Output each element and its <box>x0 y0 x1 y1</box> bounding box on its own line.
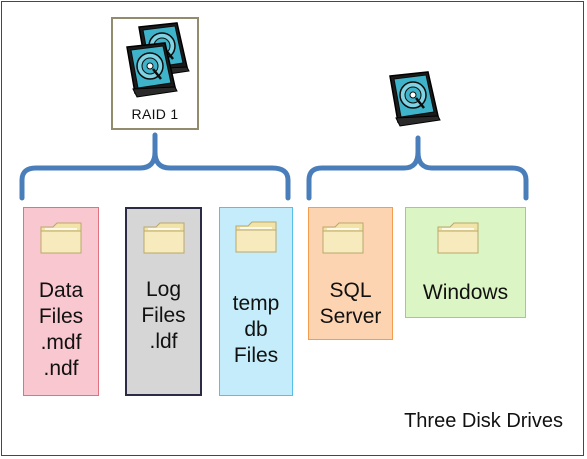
folder-icon <box>322 222 364 254</box>
single-disk-bracket <box>306 135 529 201</box>
windows-card: Windows <box>405 207 526 318</box>
card-line: Files <box>38 305 84 328</box>
card-line: Files <box>233 344 279 367</box>
folder-icon <box>143 222 185 254</box>
card-line: .ldf <box>149 330 178 353</box>
card-line: Server <box>319 305 382 328</box>
raid-bracket <box>19 132 291 201</box>
raid-1-box: RAID 1 <box>111 17 199 130</box>
folder-icon <box>235 221 277 253</box>
raid-label: RAID 1 <box>131 106 179 122</box>
card-line: Files <box>141 304 186 327</box>
hard-disk-icon <box>388 70 442 128</box>
card-line: Log <box>145 278 182 301</box>
card-line: .ndf <box>43 357 79 380</box>
sql-server-card: SQL Server <box>308 207 393 340</box>
log-files-card: Log Files .ldf <box>125 207 202 396</box>
card-line: SQL <box>329 279 372 302</box>
tempdb-files-card: temp db Files <box>219 207 293 396</box>
data-files-card: Data Files .mdf .ndf <box>23 207 99 396</box>
card-line: temp <box>232 292 280 315</box>
card-line: db <box>244 318 268 341</box>
folder-icon <box>40 222 82 254</box>
card-line: Windows <box>422 281 509 304</box>
caption: Three Disk Drives <box>404 410 563 432</box>
folder-icon <box>437 222 479 254</box>
card-line: .mdf <box>40 331 82 354</box>
card-line: Data <box>38 279 84 302</box>
hard-disk-icon <box>125 21 191 99</box>
